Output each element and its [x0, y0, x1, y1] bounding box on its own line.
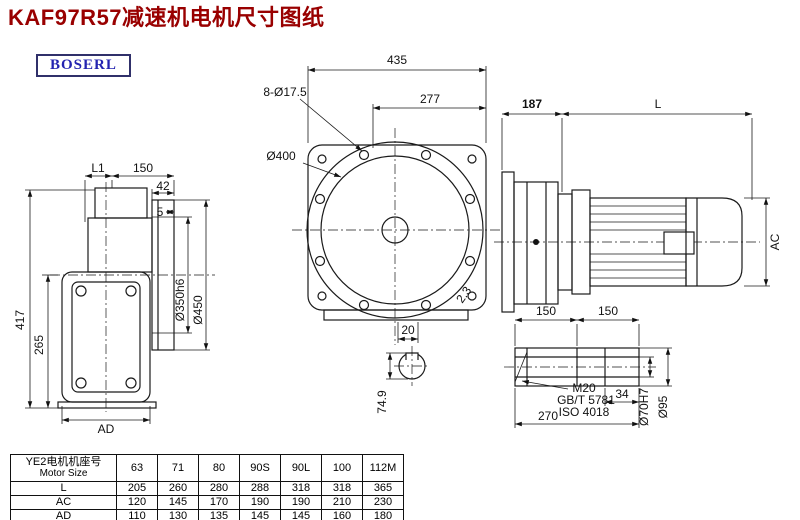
- fan-cowl: [685, 197, 743, 287]
- flange-spigot-circle: [320, 155, 470, 305]
- table-row: AD 110 130 135 145 145 160 180: [10, 509, 404, 520]
- dim-row-label: AD: [10, 509, 117, 520]
- thread-m20-label: M20: [572, 381, 596, 395]
- shaft-detail-view: 150 150 Ø70H7 Ø95 34 270 M20 GB/T 5781 I…: [504, 304, 672, 428]
- chamfer-label: 2.3: [453, 284, 474, 306]
- dim-value-cell: 280: [198, 481, 240, 496]
- dim-277-label: 277: [420, 92, 440, 106]
- dim-ac-label: AC: [768, 233, 782, 250]
- dim-187-label: 187: [522, 97, 542, 111]
- dim-value-cell: 145: [157, 495, 199, 510]
- dim-value-cell: 110: [116, 509, 158, 520]
- dim-value-cell: 318: [280, 481, 322, 496]
- motor-dimension-table: YE2电机机座号 Motor Size 63 71 80 90S 90L 100…: [10, 454, 404, 520]
- size-col-header: 63: [116, 454, 158, 482]
- dim-value-cell: 130: [157, 509, 199, 520]
- table-row: L 205 260 280 288 318 318 365: [10, 481, 404, 496]
- dim-value-cell: 205: [116, 481, 158, 496]
- dim-150a-label: 150: [536, 304, 556, 318]
- table-row: AC 120 145 170 190 190 210 230: [10, 495, 404, 510]
- size-col-header: 80: [198, 454, 240, 482]
- dim-l-label: L: [655, 97, 662, 111]
- dim-value-cell: 260: [157, 481, 199, 496]
- center-mark: [533, 239, 539, 245]
- dim-d95-label: Ø95: [656, 395, 670, 418]
- motor-side-view: 187 L AC: [494, 97, 782, 313]
- dim-150b-label: 150: [598, 304, 618, 318]
- dim-value-cell: 230: [362, 495, 404, 510]
- dim-value-cell: 145: [280, 509, 322, 520]
- size-col-header: 71: [157, 454, 199, 482]
- dim-value-cell: 190: [239, 495, 281, 510]
- dim-value-cell: 145: [239, 509, 281, 520]
- dim-value-cell: 170: [198, 495, 240, 510]
- dim-value-cell: 135: [198, 509, 240, 520]
- size-col-header: 90S: [239, 454, 281, 482]
- motor-nameplate: [663, 231, 695, 255]
- dim-34-label: 34: [615, 387, 629, 401]
- shaft-bore-circle: [381, 216, 409, 244]
- flange-outer-circle: [306, 141, 484, 319]
- size-col-header: 90L: [280, 454, 322, 482]
- dim-value-cell: 160: [321, 509, 363, 520]
- dim-435-label: 435: [387, 53, 407, 67]
- dim-270-label: 270: [538, 409, 558, 423]
- size-col-header: 100: [321, 454, 363, 482]
- dim-value-cell: 318: [321, 481, 363, 496]
- output-flange: [151, 199, 175, 351]
- table-header-en: Motor Size: [39, 468, 88, 479]
- dim-bolt-holes-label: 8-Ø17.5: [263, 85, 307, 99]
- dim-265-label: 265: [32, 335, 46, 355]
- dim-value-cell: 190: [280, 495, 322, 510]
- dim-d350-label: Ø350h6: [173, 278, 187, 321]
- table-header-cn: YE2电机机座号: [25, 456, 102, 468]
- dim-row-label: L: [10, 481, 117, 496]
- standard-gbt-label: GB/T 5781: [557, 393, 615, 407]
- dim-42-label: 42: [156, 179, 170, 193]
- table-header-row: YE2电机机座号 Motor Size 63 71 80 90S 90L 100…: [10, 454, 404, 482]
- input-housing: [94, 187, 148, 219]
- dim-value-cell: 180: [362, 509, 404, 520]
- dim-d70-label: Ø70H7: [637, 388, 651, 426]
- dim-74-9-label: 74.9: [375, 390, 389, 414]
- size-col-header: 112M: [362, 454, 404, 482]
- dim-l1-label: L1: [91, 161, 105, 175]
- dim-20-label: 20: [401, 323, 415, 337]
- dim-value-cell: 365: [362, 481, 404, 496]
- standard-iso-label: ISO 4018: [559, 405, 610, 419]
- dim-d450-label: Ø450: [191, 295, 205, 325]
- dim-value-cell: 288: [239, 481, 281, 496]
- page-title: KAF97R57减速机电机尺寸图纸: [8, 5, 325, 30]
- dim-row-label: AC: [10, 495, 117, 510]
- dim-value-cell: 120: [116, 495, 158, 510]
- dim-d400-label: Ø400: [266, 149, 296, 163]
- dim-150-label: 150: [133, 161, 153, 175]
- front-view: 435 277 8-Ø17.5 Ø400 20 74.9 2.3: [263, 53, 500, 414]
- table-header-motor-size: YE2电机机座号 Motor Size: [10, 454, 117, 482]
- dim-5-label: 5: [157, 205, 164, 219]
- dim-ad-label: AD: [98, 422, 115, 436]
- boserl-logo: BOSERL: [36, 54, 131, 77]
- dim-value-cell: 210: [321, 495, 363, 510]
- dim-417-label: 417: [13, 310, 27, 330]
- side-view: L1 150 42 5 417 265 AD Ø350h6: [13, 161, 215, 436]
